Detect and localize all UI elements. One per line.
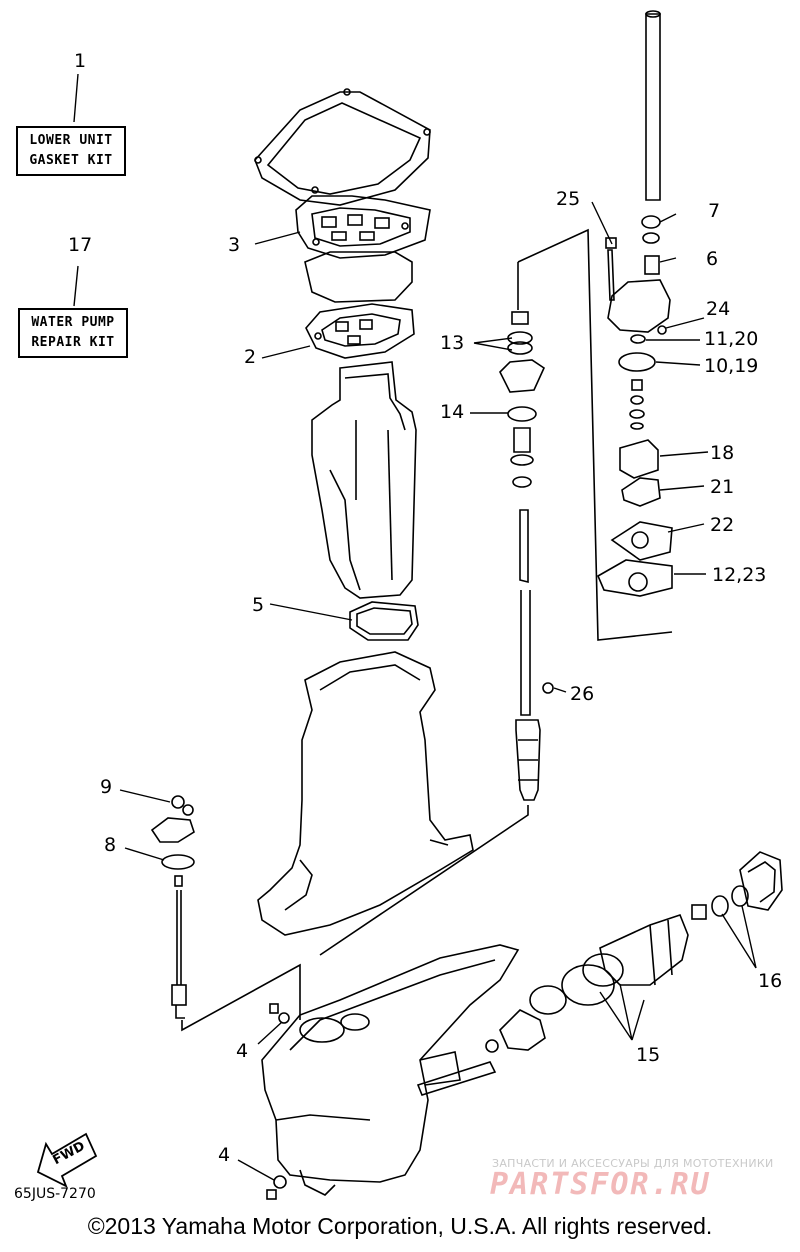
part-number: 65JUS-7270: [14, 1186, 96, 1202]
callout-24: 24: [706, 298, 731, 320]
drain-screws: [266, 1003, 290, 1200]
kit-label-line: LOWER UNIT: [29, 133, 113, 148]
callout-10-19: 10,19: [704, 355, 759, 377]
callout-11-20: 11,20: [704, 328, 759, 350]
callout-7: 7: [708, 200, 721, 222]
assembly-lines: [181, 228, 673, 1032]
callout-4-lower: 4: [218, 1144, 231, 1166]
callout-15: 15: [636, 1044, 661, 1066]
fwd-arrow-icon: [36, 1132, 98, 1188]
callout-25: 25: [556, 188, 581, 210]
callout-16: 16: [758, 970, 783, 992]
callout-22: 22: [710, 514, 735, 536]
callout-8: 8: [104, 834, 117, 856]
lower-unit-gasket-kit-label: LOWER UNIT GASKET KIT: [16, 126, 126, 176]
kit-label-line: REPAIR KIT: [31, 335, 115, 350]
callout-3: 3: [228, 234, 241, 256]
callout-9: 9: [100, 776, 113, 798]
callout-13: 13: [440, 332, 465, 354]
rod-assembly: [150, 795, 195, 1019]
gasket-upper: [295, 195, 431, 259]
callout-21: 21: [710, 476, 735, 498]
callout-18: 18: [710, 442, 735, 464]
kit-label-line: WATER PUMP: [31, 315, 115, 330]
callout-6: 6: [706, 248, 719, 270]
kit-label-line: GASKET KIT: [29, 153, 113, 168]
watermark-subtitle: ЗАПЧАСТИ И АКСЕССУАРЫ ДЛЯ МОТОТЕХНИКИ: [492, 1157, 774, 1170]
leader-lines: [73, 73, 757, 1181]
callout-4-upper: 4: [236, 1040, 249, 1062]
callout-26: 26: [570, 683, 595, 705]
callout-5: 5: [252, 594, 265, 616]
callout-12-23: 12,23: [712, 564, 767, 586]
watermark-logo: PARTSFOR.RU: [490, 1167, 711, 1202]
copyright-notice: ©2013 Yamaha Motor Corporation, U.S.A. A…: [87, 1213, 713, 1239]
seal-5: [349, 601, 419, 641]
lower-gear-case: [261, 944, 520, 1196]
upper-casing: [311, 361, 417, 599]
propeller-shaft-assembly: [416, 851, 783, 1096]
callout-14: 14: [440, 401, 465, 423]
mid-housing: [257, 651, 474, 936]
upper-plate: [304, 251, 413, 303]
callout-2: 2: [244, 346, 257, 368]
top-cover: [254, 88, 431, 206]
gasket-lower: [305, 303, 415, 359]
callout-1: 1: [74, 50, 87, 72]
water-pump-stack: [596, 10, 673, 597]
callout-17: 17: [68, 234, 93, 256]
drive-shaft: [499, 311, 554, 801]
water-pump-repair-kit-label: WATER PUMP REPAIR KIT: [18, 308, 128, 358]
